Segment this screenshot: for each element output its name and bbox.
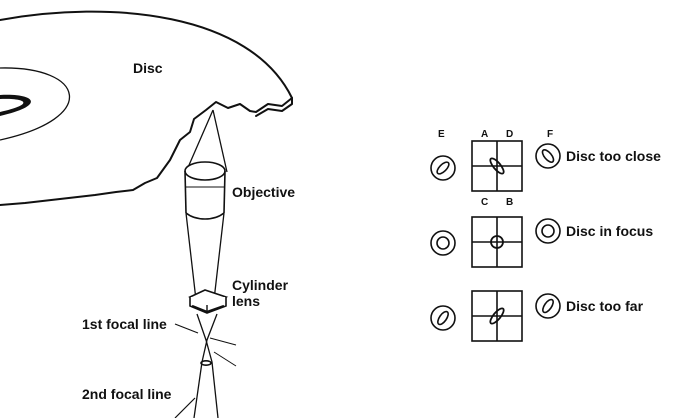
beam-upper <box>185 109 228 173</box>
label-B: B <box>506 197 513 208</box>
disc-track-ellipse <box>0 67 71 141</box>
focal-beam <box>193 313 237 418</box>
first-focal-leader <box>174 323 199 334</box>
objective-label: Objective <box>232 184 295 200</box>
detector-states: E A D F C B Disc too close <box>430 129 661 342</box>
label-D: D <box>506 129 513 140</box>
disc-top-edge <box>0 10 293 99</box>
second-focal-leader <box>174 397 196 418</box>
disc-front-edge <box>0 97 293 206</box>
cylinder-lens <box>188 289 229 314</box>
label-C: C <box>481 197 488 208</box>
state-too-far: Disc too far <box>430 290 644 342</box>
second-focal-label: 2nd focal line <box>82 386 172 402</box>
optical-pickup: Disc Objective Cylinder lens 1st focal l… <box>0 10 295 418</box>
beam-lower <box>185 212 225 301</box>
disc-thickness <box>255 97 293 117</box>
spot-F-focus <box>535 218 561 244</box>
label-E: E <box>438 129 445 140</box>
spot-E-close <box>430 155 456 181</box>
label-F: F <box>547 129 553 140</box>
spot-E-focus <box>430 230 456 256</box>
disc-label: Disc <box>133 60 163 76</box>
spot-E-far <box>430 305 456 331</box>
quadrant-detector-far <box>471 290 523 342</box>
spot-F-close <box>535 143 561 169</box>
cylinder-label: Cylinder <box>232 277 289 293</box>
label-A: A <box>481 129 488 140</box>
spot-F-far <box>535 293 561 319</box>
quadrant-detector-close <box>471 140 523 192</box>
state-too-close: Disc too close <box>430 140 661 192</box>
state-in-focus: Disc in focus <box>430 216 653 268</box>
label-disc-in-focus: Disc in focus <box>566 223 653 239</box>
disc-hub <box>0 94 31 116</box>
quadrant-detector-focus <box>471 216 523 268</box>
label-disc-too-close: Disc too close <box>566 148 661 164</box>
objective-lens <box>184 161 226 220</box>
lens-label: lens <box>232 293 260 309</box>
label-disc-too-far: Disc too far <box>566 298 644 314</box>
first-focal-label: 1st focal line <box>82 316 167 332</box>
